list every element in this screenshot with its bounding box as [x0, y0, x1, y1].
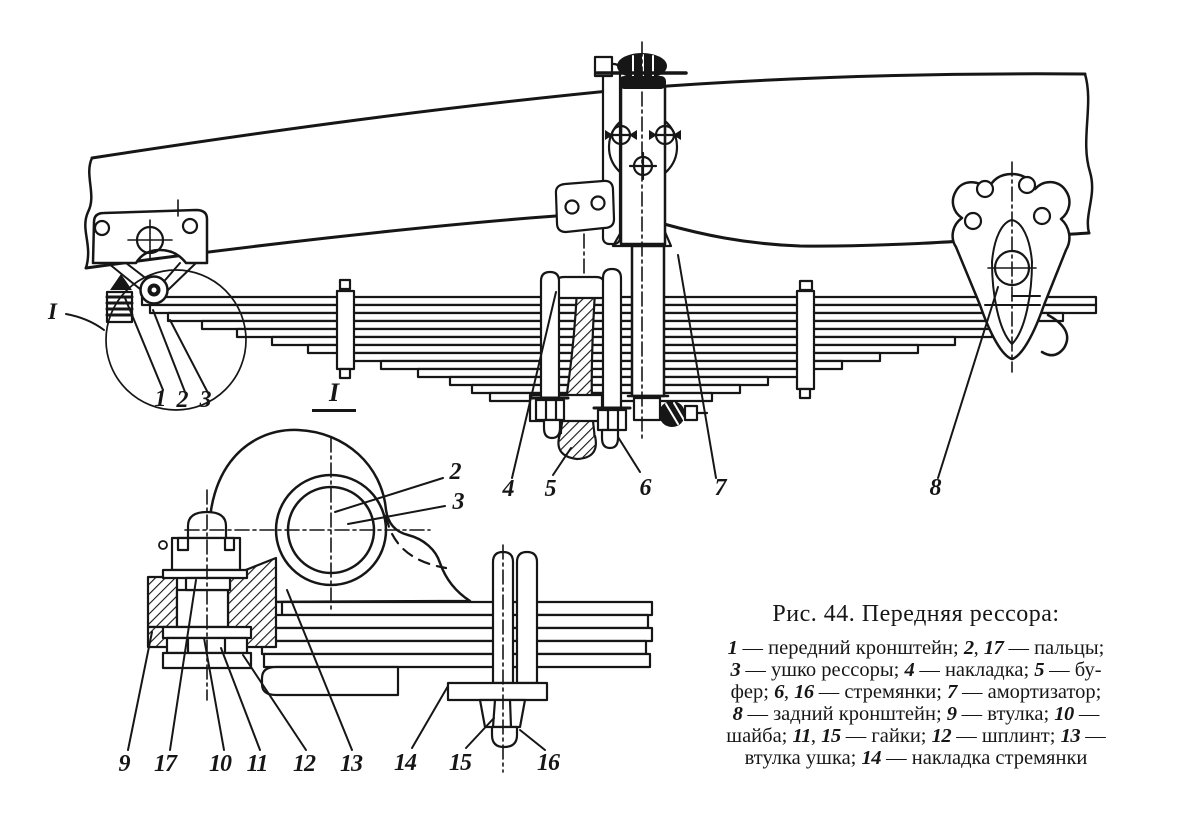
detail-callout-17: 17 — [154, 751, 177, 777]
eye-pin-assembly — [146, 510, 278, 670]
spring-end-hook — [1040, 313, 1069, 357]
caption-line: 1 — передний кронштейн; 2, 17 — пальцы; — [727, 637, 1105, 659]
view-marker: I — [48, 299, 57, 324]
rear-bracket — [951, 161, 1071, 373]
callout-6: 6 — [639, 475, 652, 501]
callout-2: 2 — [176, 387, 189, 413]
detail-callout-10: 10 — [209, 751, 232, 777]
shock-absorber — [593, 41, 709, 439]
caption-line: фер; 6, 16 — стремянки; 7 — амортизатор; — [730, 681, 1102, 703]
u-bolt-pad — [446, 681, 549, 702]
caption-line: 8 — задний кронштейн; 9 — втулка; 10 — — [732, 703, 1100, 725]
flange-bolt-icon — [649, 120, 681, 150]
callout-8: 8 — [929, 475, 942, 501]
detail-callout-15: 15 — [449, 750, 472, 776]
callout-5: 5 — [544, 476, 557, 502]
detail-centerlines — [184, 437, 504, 773]
detail-callout-2: 2 — [449, 459, 462, 485]
caption-title: Рис. 44. Передняя рессора: — [772, 601, 1060, 627]
flange-bolt-icon — [628, 151, 658, 181]
u-bolt-tip — [490, 725, 519, 749]
frame-rail — [84, 72, 1094, 270]
front-bracket — [91, 199, 247, 411]
u-bolts — [528, 267, 632, 450]
callout-1: 1 — [154, 386, 167, 412]
spring-clamp-rear — [795, 279, 816, 400]
detail-callout-11: 11 — [246, 751, 269, 777]
leader-lines-detail — [127, 477, 546, 751]
detail-callout-9: 9 — [118, 751, 131, 777]
leaf-spring-detail — [260, 600, 654, 697]
detail-view — [127, 428, 654, 773]
wedge-marker — [110, 274, 132, 290]
caption-line: 3 — ушко рессоры; 4 — накладка; 5 — бу- — [730, 659, 1102, 681]
spring-clamp-front — [335, 278, 356, 380]
detail-callout-13: 13 — [340, 751, 363, 777]
detail-circle — [105, 269, 247, 411]
detail-callout-3: 3 — [452, 489, 465, 515]
flange-bolt-icon — [605, 120, 637, 150]
cotter-pin — [158, 540, 168, 550]
detail-callout-16: 16 — [537, 750, 560, 776]
view-marker-leader — [65, 313, 105, 331]
u-bolt-detail — [446, 550, 549, 749]
callout-3: 3 — [199, 387, 212, 413]
detail-view-title: I — [312, 378, 356, 412]
callout-4: 4 — [502, 476, 515, 502]
spring-pad — [554, 275, 606, 300]
buffer-bracket — [554, 179, 616, 393]
detail-callout-12: 12 — [293, 751, 316, 777]
caption-line: втулка ушка; 14 — накладка стремянки — [744, 747, 1088, 769]
caption-line: шайба; 11, 15 — гайки; 12 — шплинт; 13 — — [726, 725, 1106, 747]
leader-lines-top — [65, 254, 999, 479]
detail-callout-14: 14 — [394, 750, 417, 776]
figure-caption: Рис. 44. Передняя рессора: 1 — передний … — [668, 601, 1164, 769]
callout-7: 7 — [714, 475, 727, 501]
